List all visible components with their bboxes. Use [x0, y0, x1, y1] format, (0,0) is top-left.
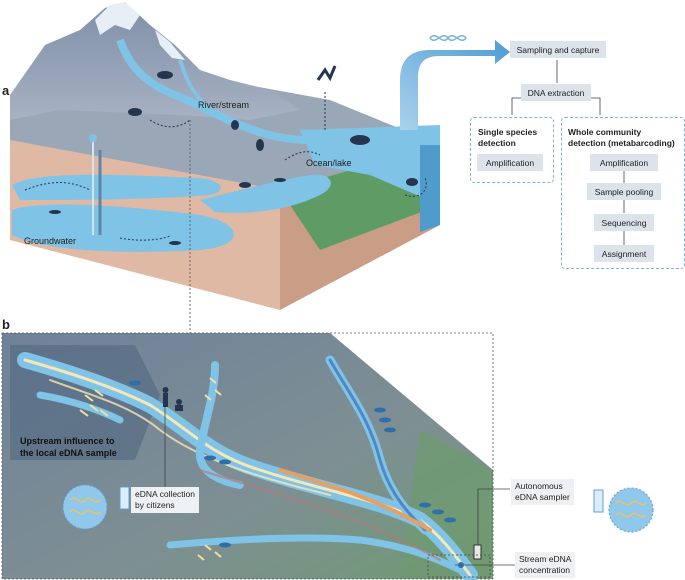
edna-sample-circle-right	[608, 487, 654, 533]
sample-tube-right-icon	[593, 489, 604, 513]
whole-community-title: Whole community detection (metabarcoding…	[568, 127, 675, 149]
panel-b-white-corner	[330, 333, 493, 470]
dna-helix-icon	[429, 35, 467, 41]
surface-lake	[200, 174, 331, 213]
groundwater-fish-icon	[49, 210, 61, 214]
whale-icon	[350, 135, 370, 145]
ocean-side	[420, 145, 440, 232]
tributary-middle	[195, 361, 244, 489]
autonomous-sampler-callout: Autonomous eDNA sampler	[511, 479, 574, 505]
tributary-left	[36, 391, 124, 424]
edna-collection-line2: by citizens	[135, 500, 175, 510]
groundwater-lower	[12, 204, 234, 252]
citizen-people-icon	[162, 387, 183, 411]
edna-sample-circle-left	[62, 484, 108, 530]
single-species-title-line1: Single species	[478, 127, 538, 137]
edna-collection-line1: eDNA collection	[135, 489, 196, 499]
autonomous-line1: Autonomous	[515, 481, 563, 491]
upstream-line1: Upstream influence to	[20, 436, 115, 446]
river-branch	[178, 59, 207, 107]
groundwater-fish-icon-2	[169, 241, 181, 245]
dna-extraction-box: DNA extraction	[521, 84, 591, 101]
assignment-box: Assignment	[594, 245, 654, 262]
autonomous-sampler-device-icon	[473, 544, 482, 560]
single-species-title: Single species detection	[478, 127, 537, 149]
ocean-lake	[300, 125, 440, 205]
panel-b-letter: b	[2, 317, 10, 332]
single-species-group	[470, 117, 554, 183]
whole-community-title-line1: Whole community	[568, 127, 642, 137]
sampling-capture-box: Sampling and capture	[510, 41, 606, 58]
whole-community-title-line2: detection (metabarcoding)	[568, 138, 675, 148]
bird-icon	[316, 65, 337, 82]
edna-collection-callout: eDNA collection by citizens	[131, 487, 200, 513]
tributary-bottom	[166, 534, 464, 574]
upstream-influence-label: Upstream influence to the local eDNA sam…	[20, 435, 117, 459]
groundwater-upper	[12, 174, 221, 200]
groundwater-label: Groundwater	[24, 236, 77, 246]
sample-pooling-box: Sample pooling	[587, 183, 661, 200]
single-species-title-line2: detection	[478, 138, 516, 148]
single-species-amplification-box: Amplification	[477, 154, 543, 171]
sequencing-box: Sequencing	[594, 214, 654, 231]
fish-icon	[274, 178, 286, 182]
river-stream-label: River/stream	[198, 100, 250, 110]
panel-a-letter: a	[2, 83, 10, 98]
upstream-line2: the local eDNA sample	[20, 448, 117, 458]
mountain-snow	[95, 2, 140, 35]
deer-icon	[128, 108, 142, 116]
beaver-icon	[239, 182, 251, 188]
autonomous-line2: eDNA sampler	[515, 492, 570, 502]
stream-line2: concentration	[519, 565, 571, 575]
mountain-snow-2	[155, 30, 185, 60]
community-amplification-box: Amplification	[590, 154, 658, 171]
mountain	[10, 2, 300, 120]
turtle-icon	[406, 178, 418, 186]
sample-tube-left-icon	[119, 486, 130, 510]
heron-icon	[256, 139, 264, 151]
ocean-lake-label: Ocean/lake	[306, 158, 352, 168]
river-stream	[116, 38, 311, 144]
wolf-icon	[157, 71, 173, 79]
workflow-arrow	[400, 40, 510, 130]
stream-edna-concentration-callout: Stream eDNA concentration	[515, 552, 576, 578]
otter-icon	[231, 120, 239, 130]
stream-line1: Stream eDNA	[519, 554, 572, 564]
